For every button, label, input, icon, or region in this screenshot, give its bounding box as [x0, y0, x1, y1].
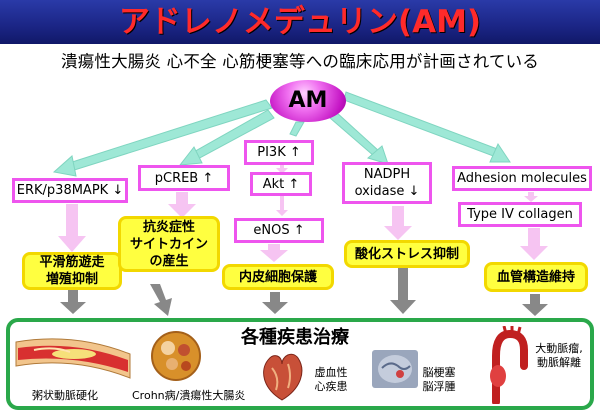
arrow-effect2-to-therapy — [150, 284, 172, 316]
effect-line1: 平滑筋遊走 — [39, 255, 105, 270]
effect-line3: の産生 — [149, 253, 189, 269]
arrow-am-to-pcreb-head — [178, 146, 203, 166]
pathway-label: Adhesion molecules — [457, 171, 587, 186]
arrow-akt-to-enos — [276, 196, 288, 216]
arrow-adhesion-to-collagen — [524, 192, 538, 202]
atherosclerosis-artery-image — [15, 338, 131, 379]
disease-line1: 脳梗塞 — [422, 366, 456, 379]
arrow-am-to-nadph — [329, 111, 381, 157]
disease-label-stroke-edema: 脳梗塞 脳浮腫 — [418, 366, 460, 394]
pathway-label: pCREB ↑ — [154, 170, 214, 186]
arrow-pi3k-to-akt — [276, 164, 288, 174]
arrow-am-to-nadph-head — [366, 145, 389, 165]
disease-line2: 動脈解離 — [537, 356, 581, 369]
effect-line1: 抗炎症性 — [142, 219, 195, 235]
disease-line2: 心疾患 — [314, 380, 348, 393]
effect-line1: 血管構造維持 — [496, 269, 575, 285]
pathway-label-line1: NADPH — [363, 167, 411, 182]
effect-endothelial-protection: 内皮細胞保護 — [222, 264, 334, 290]
intestinal-tissue-image — [151, 331, 201, 381]
pathway-label: eNOS ↑ — [253, 223, 305, 238]
pathway-erk-p38mapk: ERK/p38MAPK ↓ — [12, 178, 128, 203]
pathway-label: Type IV collagen — [467, 207, 573, 222]
arrow-collagen-to-effect — [520, 228, 548, 260]
subtitle: 潰瘍性大腸炎 心不全 心筋梗塞等への臨床応用が計画されている — [61, 52, 539, 71]
disease-label-ischemic-heart: 虚血性 心疾患 — [310, 366, 352, 394]
pathway-label: ERK/p38MAPK ↓ — [16, 183, 124, 198]
disease-line1: 虚血性 — [314, 366, 348, 379]
arrow-effect4-to-therapy — [390, 268, 416, 314]
pathway-pcreb: pCREB ↑ — [138, 165, 230, 191]
disease-line2: 脳浮腫 — [422, 380, 456, 393]
arrow-am-to-adhesion-head — [489, 142, 511, 163]
pathway-nadph-oxidase: NADPH oxidase ↓ — [342, 162, 432, 204]
aorta-image — [490, 326, 528, 404]
pathway-pi3k: PI3K ↑ — [244, 140, 314, 165]
effect-line2: サイトカイン — [129, 236, 208, 252]
heart-image — [263, 353, 303, 401]
pathway-label: Akt ↑ — [262, 176, 300, 192]
disease-label-aneurysm-dissection: 大動脈瘤, 動脈解離 — [528, 342, 590, 370]
effect-line1: 内皮細胞保護 — [238, 269, 317, 285]
disease-line1: 大動脈瘤, — [535, 342, 583, 355]
effect-anti-inflammatory-cytokine: 抗炎症性 サイトカイン の産生 — [118, 216, 220, 272]
disease-label-atherosclerosis: 粥状動脈硬化 — [32, 389, 98, 402]
disease-label-crohn-uc: Crohn病/潰瘍性大腸炎 — [132, 389, 246, 402]
page-title: アドレノメデュリン(AM) — [118, 4, 482, 40]
effect-smooth-muscle-inhibition: 平滑筋遊走 増殖抑制 — [22, 252, 122, 290]
arrow-enos-to-effect — [260, 244, 288, 262]
pathway-label: PI3K ↑ — [257, 145, 301, 160]
am-node: AM — [270, 80, 346, 122]
brain-image — [372, 350, 418, 388]
pathway-akt: Akt ↑ — [250, 172, 312, 196]
arrow-effect1-to-therapy — [60, 290, 86, 314]
arrow-nadph-to-effect — [384, 206, 412, 240]
therapy-title: 各種疾患治療 — [241, 327, 349, 348]
arrow-am-to-pi3k — [289, 121, 305, 137]
effect-oxidative-stress-suppression: 酸化ストレス抑制 — [344, 240, 470, 268]
effect-vascular-structure-maintenance: 血管構造維持 — [484, 262, 588, 292]
pathway-adhesion-molecules: Adhesion molecules — [452, 166, 592, 191]
title-bar — [0, 0, 600, 44]
pathway-type-iv-collagen: Type IV collagen — [458, 202, 582, 227]
pathway-enos: eNOS ↑ — [234, 218, 324, 243]
effect-line1: 酸化ストレス抑制 — [354, 246, 459, 262]
pathway-label-line2: oxidase ↓ — [354, 184, 420, 199]
arrow-effect5-to-therapy — [522, 294, 548, 316]
arrow-am-to-erk-head — [52, 155, 77, 177]
arrow-pcreb-to-effect — [168, 192, 196, 218]
arrow-erk-to-effect — [58, 204, 86, 252]
arrow-effect3-to-therapy — [262, 292, 288, 314]
effect-line2: 増殖抑制 — [45, 272, 98, 287]
